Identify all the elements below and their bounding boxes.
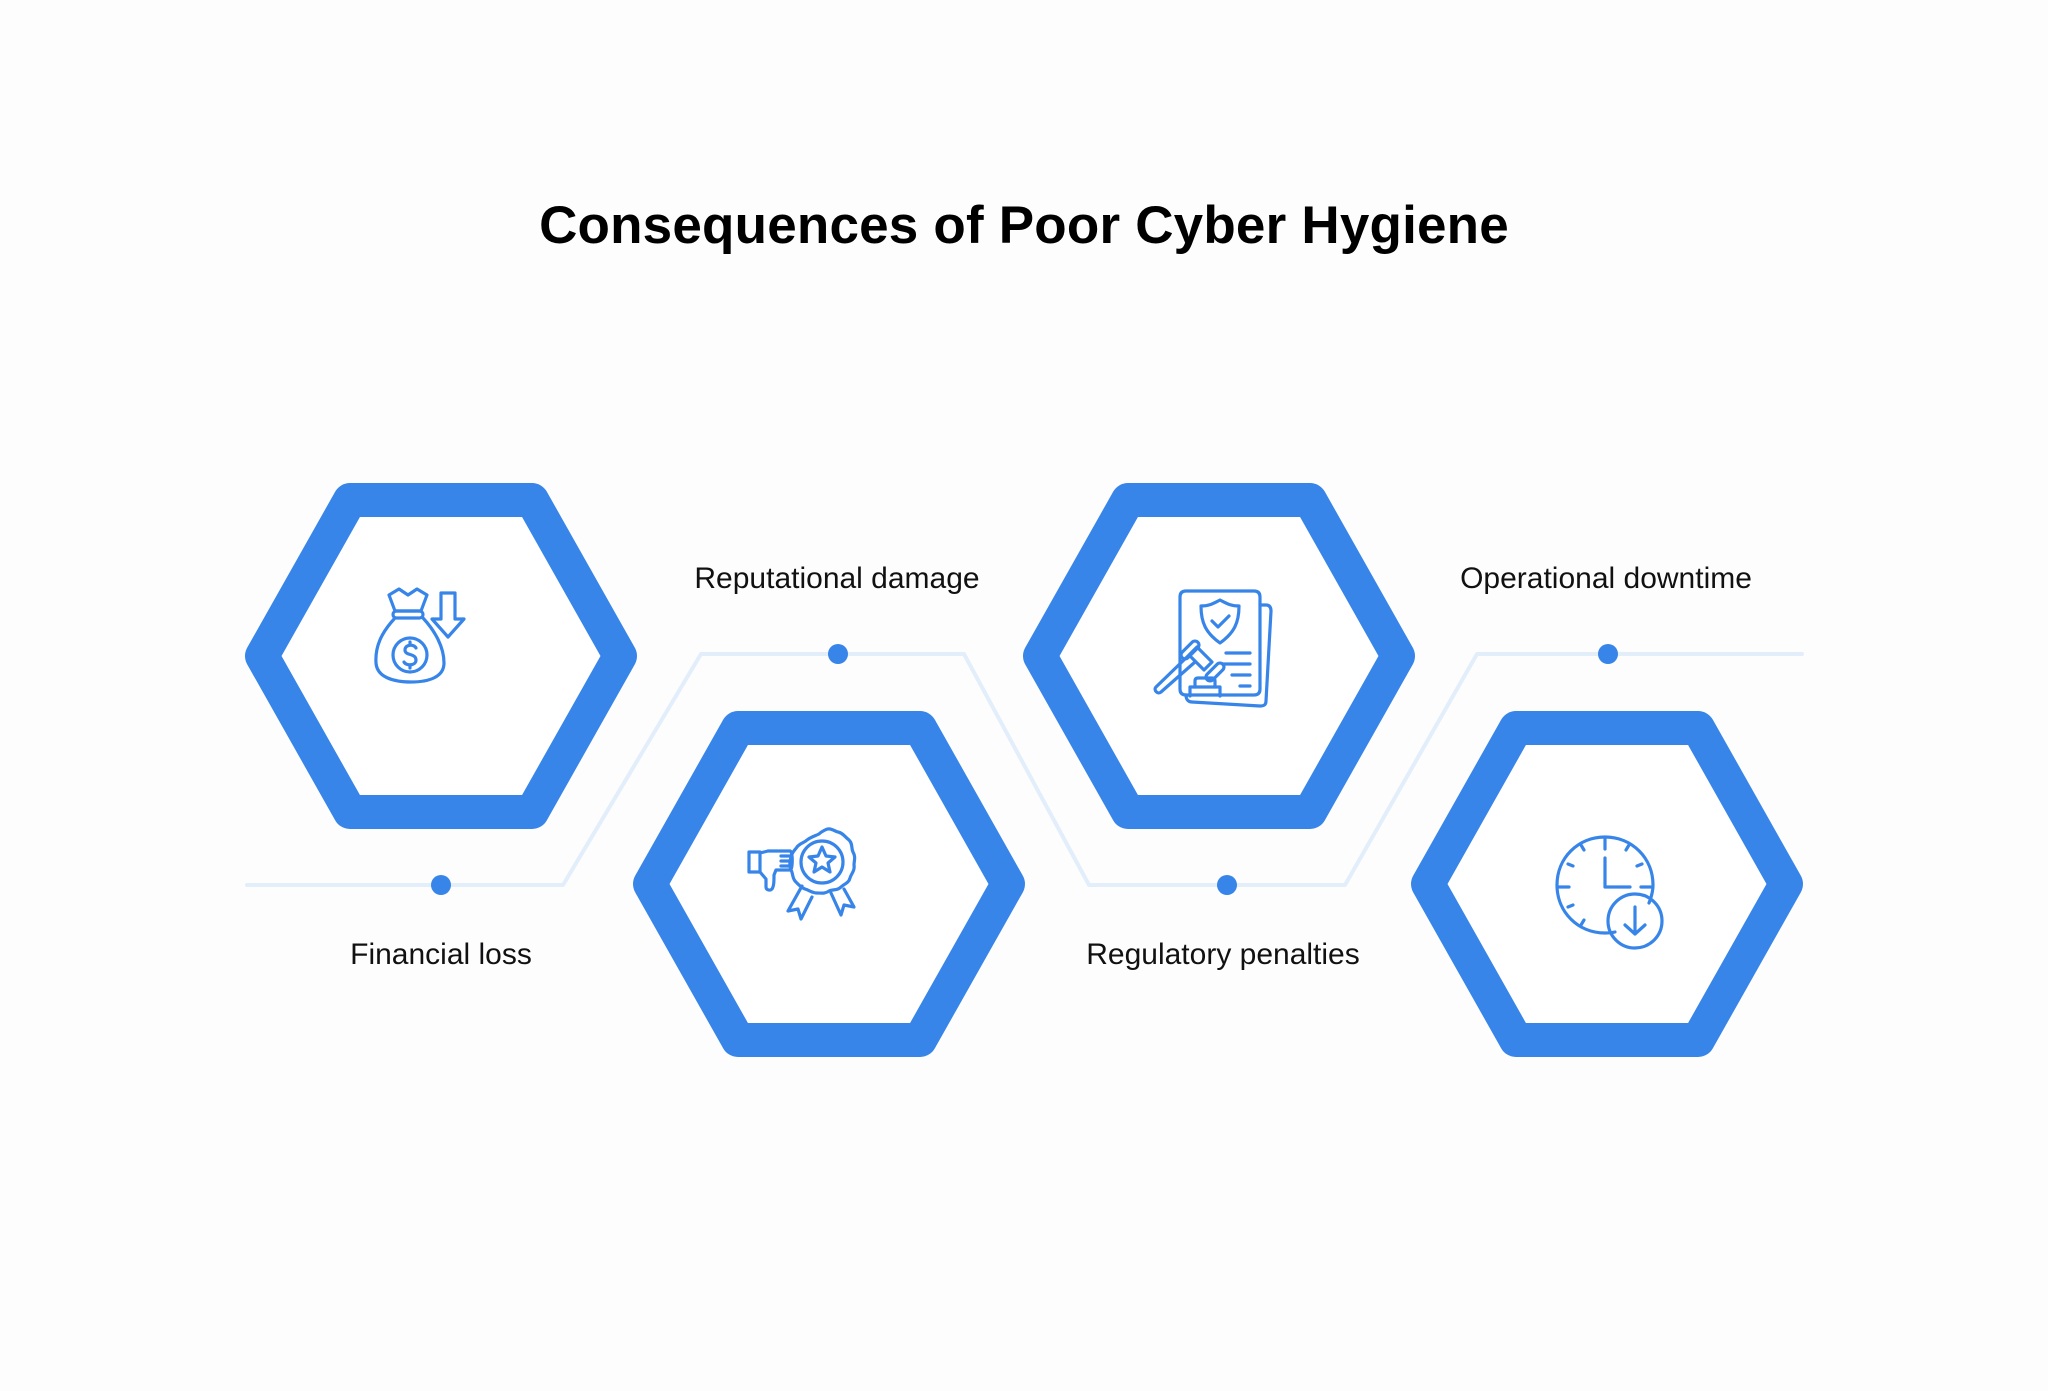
clock-down-arrow-icon <box>1555 835 1664 950</box>
label-operational-downtime: Operational downtime <box>1460 562 1752 595</box>
hexagon-operational-downtime <box>1411 711 1803 1057</box>
hexagon-financial-loss <box>245 483 637 829</box>
hexagon-reputational-damage <box>633 711 1025 1057</box>
connector-dot-reputational-damage <box>828 644 848 664</box>
connector-dot-operational-downtime <box>1598 644 1618 664</box>
money-bag-down-arrow-icon <box>374 587 466 684</box>
label-reputational-damage: Reputational damage <box>694 562 980 595</box>
hexagon-regulatory-penalties <box>1023 483 1415 829</box>
legal-document-gavel-icon <box>1153 589 1273 708</box>
diagram-title: Consequences of Poor Cyber Hygiene <box>539 196 1509 255</box>
connector-dot-regulatory-penalties <box>1217 875 1237 895</box>
label-financial-loss: Financial loss <box>350 938 532 971</box>
label-regulatory-penalties: Regulatory penalties <box>1086 938 1360 971</box>
connector-dot-financial-loss <box>431 875 451 895</box>
thumbs-down-badge-icon <box>747 827 857 921</box>
connector-line <box>245 652 1804 887</box>
